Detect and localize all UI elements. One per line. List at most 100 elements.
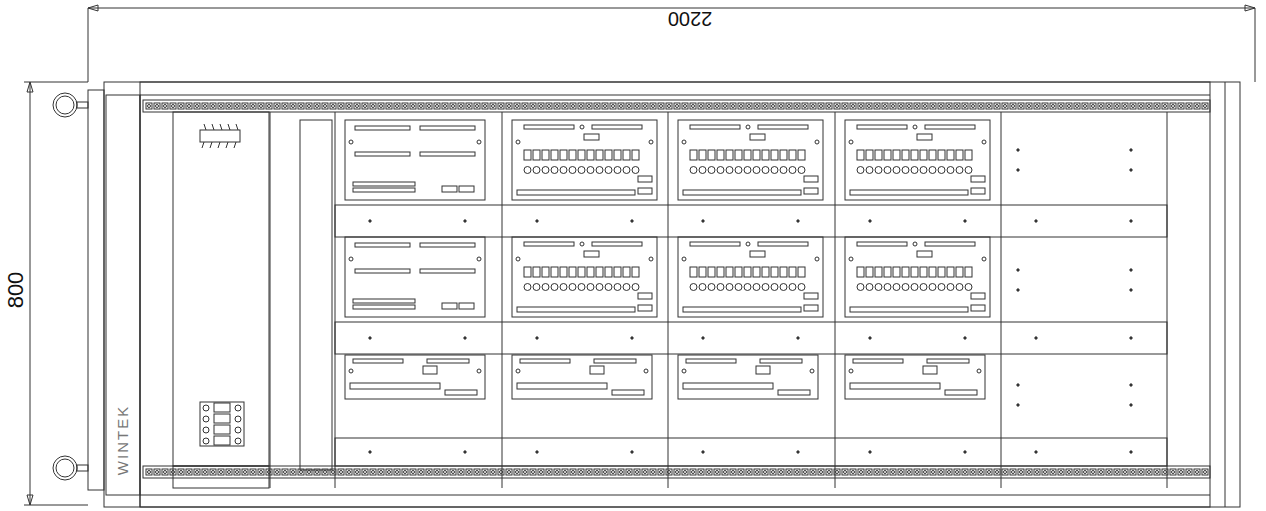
port [971, 305, 985, 311]
terminal-strip [350, 383, 440, 389]
led [746, 242, 750, 246]
terminal-screw [868, 471, 871, 474]
terminal-screw [1108, 105, 1111, 108]
terminal [690, 469, 696, 475]
terminal [938, 103, 944, 109]
terminal [1066, 103, 1072, 109]
relay-led [551, 167, 558, 174]
terminal [1058, 469, 1064, 475]
screw [477, 369, 481, 373]
terminal-screw [940, 105, 943, 108]
mount-hole [369, 220, 371, 222]
wire-duct [335, 322, 1167, 354]
terminal-screw [852, 471, 855, 474]
terminal [602, 469, 608, 475]
terminal [706, 469, 712, 475]
relay [753, 267, 760, 277]
relay [605, 267, 612, 277]
relay-led [726, 284, 733, 291]
terminal [274, 469, 280, 475]
terminal-screw [212, 471, 215, 474]
terminal-screw [516, 471, 519, 474]
terminal-screw [948, 471, 951, 474]
relay [956, 150, 963, 160]
terminal [370, 469, 376, 475]
terminal [914, 469, 920, 475]
terminal-screw [396, 105, 399, 108]
terminal [442, 469, 448, 475]
terminal-screw [452, 105, 455, 108]
terminal-screw [556, 471, 559, 474]
terminal [530, 469, 536, 475]
terminal-screw [308, 471, 311, 474]
terminal [858, 103, 864, 109]
terminal-screw [996, 105, 999, 108]
terminal-screw [548, 105, 551, 108]
terminal-screw [796, 105, 799, 108]
terminal-screw [612, 471, 615, 474]
relay [771, 267, 778, 277]
relay-led [929, 284, 936, 291]
terminal-screw [340, 105, 343, 108]
terminal-screw [1044, 471, 1047, 474]
terminal-screw [260, 105, 263, 108]
terminal-screw [300, 105, 303, 108]
column-divider [835, 112, 836, 488]
terminal [1098, 103, 1104, 109]
terminal-screw [620, 105, 623, 108]
terminal-screw [308, 105, 311, 108]
terminal [458, 469, 464, 475]
terminal-screw [244, 105, 247, 108]
relay [569, 150, 576, 160]
terminal [1018, 469, 1024, 475]
terminal-screw [460, 471, 463, 474]
terminal [626, 103, 632, 109]
relay-led [524, 167, 531, 174]
terminal [850, 103, 856, 109]
terminal-screw [748, 105, 751, 108]
relay-led [911, 284, 918, 291]
terminal-screw [1180, 105, 1183, 108]
dimension-arrow [27, 82, 33, 92]
mount-hole [869, 337, 871, 339]
terminal-screw [220, 105, 223, 108]
terminal-screw [644, 105, 647, 108]
terminal-screw [196, 105, 199, 108]
relay [632, 267, 639, 277]
terminal-screw [428, 471, 431, 474]
terminal [826, 103, 832, 109]
mount-hole [797, 451, 799, 453]
terminal-screw [1084, 471, 1087, 474]
connector [594, 359, 636, 363]
terminal-screw [884, 471, 887, 474]
relay [866, 150, 873, 160]
relay-led [542, 284, 549, 291]
terminal [290, 103, 296, 109]
side-bracket [88, 90, 104, 490]
ring-bracket [77, 465, 88, 471]
terminal [746, 469, 752, 475]
relay-led [798, 167, 805, 174]
terminal-screw [948, 105, 951, 108]
port [638, 293, 652, 299]
relay [717, 150, 724, 160]
lifting-ring [56, 459, 74, 477]
terminal-screw [1044, 105, 1047, 108]
terminal [1002, 469, 1008, 475]
terminal [1202, 469, 1208, 475]
relay [533, 150, 540, 160]
relay-led [578, 284, 585, 291]
terminal-screw [300, 471, 303, 474]
relay [735, 267, 742, 277]
terminal [730, 103, 736, 109]
terminal-screw [268, 105, 271, 108]
terminal-screw [468, 471, 471, 474]
terminal [842, 103, 848, 109]
connector [925, 125, 975, 129]
terminal-screw [380, 471, 383, 474]
connector [520, 359, 570, 363]
terminal-screw [428, 105, 431, 108]
terminal [1050, 103, 1056, 109]
terminal-screw [812, 471, 815, 474]
terminal [970, 469, 976, 475]
